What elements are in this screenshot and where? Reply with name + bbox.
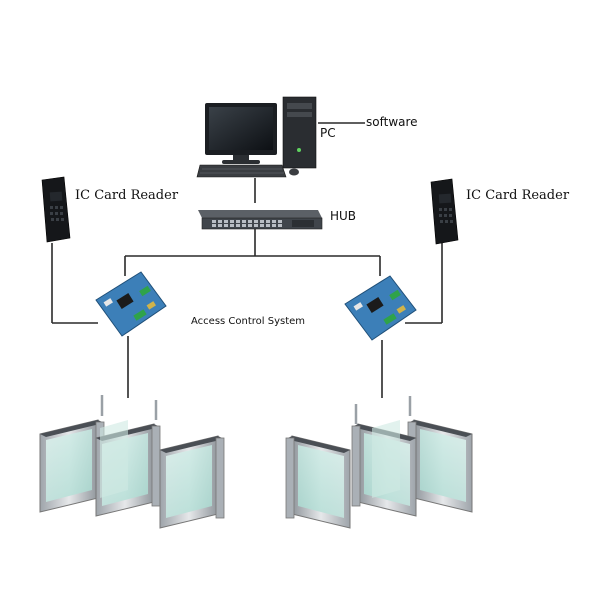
- network-hub: [198, 210, 323, 230]
- controller-board-right: [344, 275, 417, 341]
- turnstile-group-right: [285, 396, 473, 529]
- card-reader-right: [430, 178, 459, 245]
- turnstile-group-left: [39, 395, 225, 529]
- hub-label: HUB: [330, 209, 357, 223]
- card-reader-left-label: IC Card Reader: [75, 188, 179, 203]
- controller-board-left: [95, 271, 167, 337]
- card-reader-right-label: IC Card Reader: [466, 188, 570, 203]
- software-label: software: [366, 115, 418, 129]
- pc-label: PC: [320, 126, 336, 140]
- pc-tower: [282, 96, 317, 169]
- pc-keyboard: [196, 164, 299, 178]
- card-reader-left: [41, 176, 71, 243]
- connection-lines: [51, 122, 443, 398]
- pc-monitor: [205, 103, 277, 164]
- access-control-label: Access Control System: [191, 316, 306, 327]
